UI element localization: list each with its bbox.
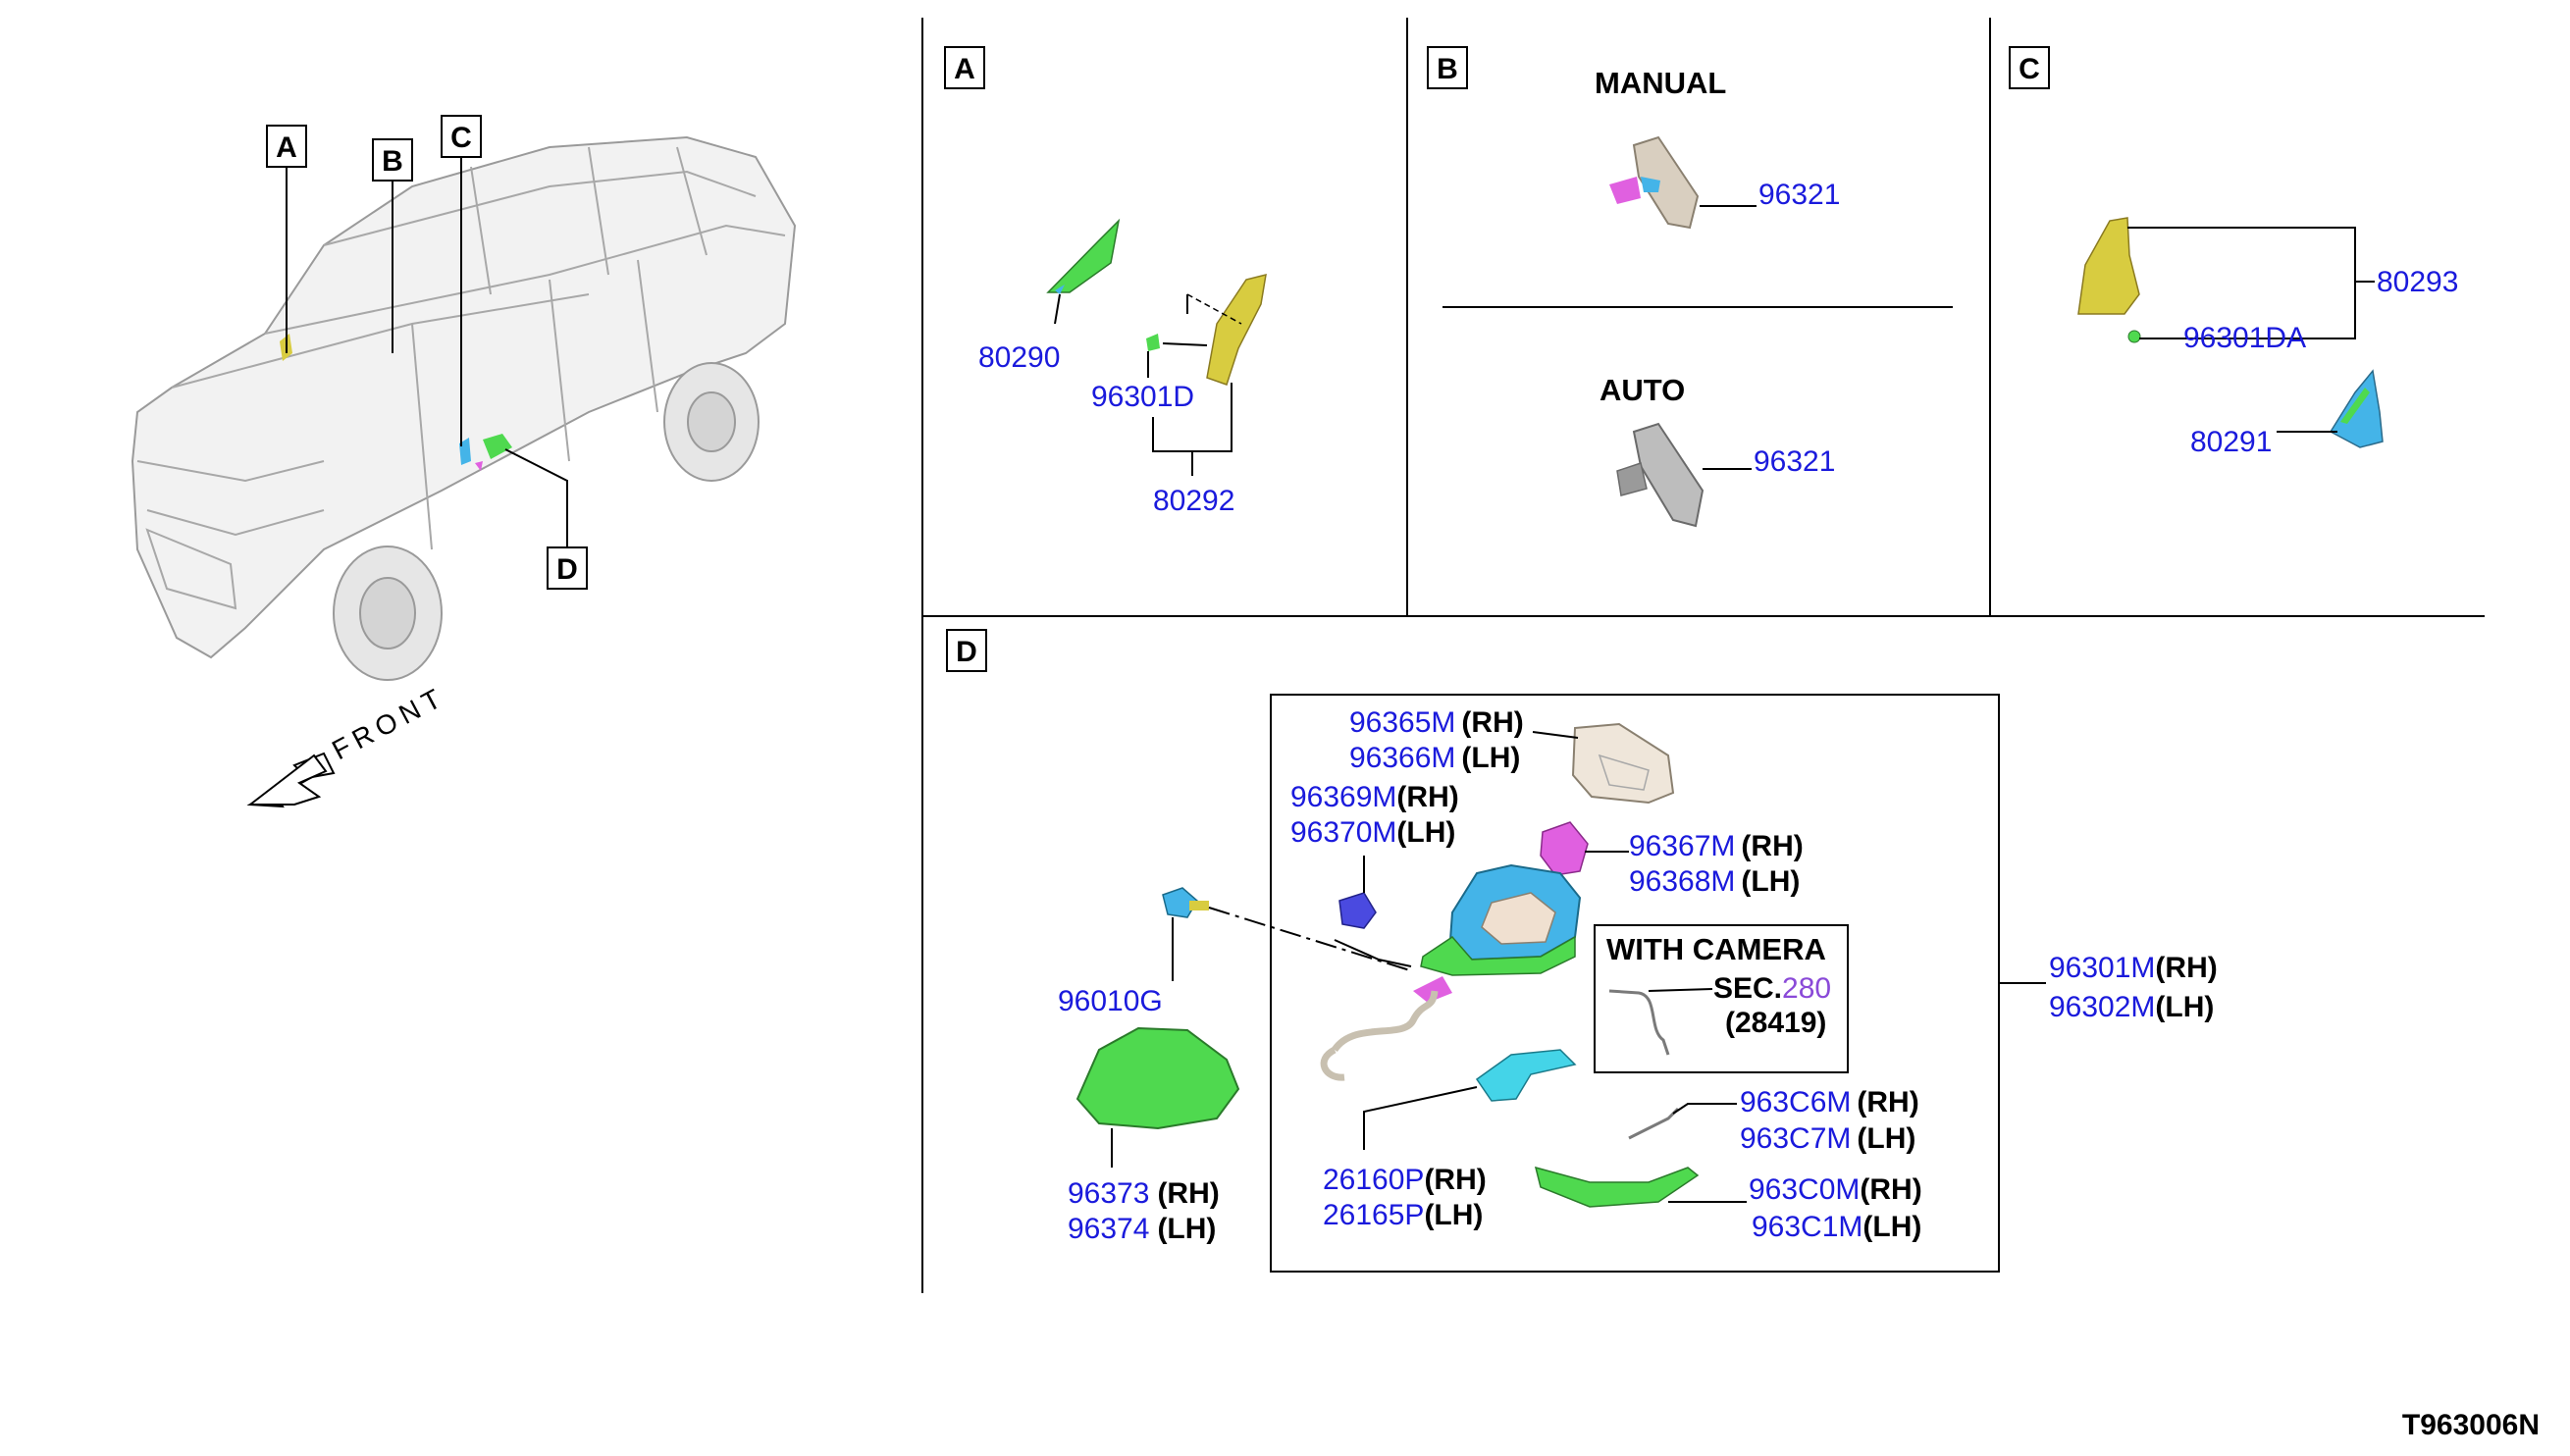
camera-box-title: WITH CAMERA — [1606, 932, 1826, 966]
camera-sec: SEC.280 — [1713, 972, 1831, 1005]
part-26160p: 26160P(RH) — [1323, 1164, 1487, 1196]
part-96369m: 96369M(RH) — [1290, 781, 1459, 813]
svg-text:C: C — [450, 122, 472, 154]
frame-lines — [921, 18, 2485, 1293]
section-d: D WITH CAMERA SEC.280 (28419) — [946, 629, 2046, 1273]
section-d-label: D — [956, 636, 977, 668]
camera-ref: (28419) — [1725, 1007, 1826, 1039]
diagram-code: T963006N — [2402, 1409, 2540, 1441]
svg-text:A: A — [276, 131, 297, 164]
part-26165p: 26165P(LH) — [1323, 1199, 1483, 1231]
part-96302m: 96302M(LH) — [2049, 991, 2214, 1023]
part-963c0m: 963C0M(RH) — [1749, 1173, 1922, 1206]
part-96321-manual: 96321 — [1758, 179, 1840, 211]
section-a: A 80290 96301D 80292 — [944, 46, 1267, 517]
section-c-label: C — [2019, 53, 2040, 85]
part-963c1m: 963C1M(LH) — [1752, 1211, 1921, 1243]
camera-box — [1594, 924, 1849, 1073]
part-80293: 80293 — [2377, 266, 2458, 298]
part-96010g: 96010G — [1058, 985, 1163, 1017]
part-96373: 96373(RH) — [1068, 1177, 1220, 1210]
part-96366m: 96366M(LH) — [1349, 742, 1520, 774]
part-96368m: 96368M(LH) — [1629, 865, 1800, 898]
part-96365m: 96365M(RH) — [1349, 706, 1524, 739]
vehicle-overview — [131, 135, 797, 681]
part-96301d: 96301D — [1091, 381, 1194, 413]
section-c: C 80293 96301DA 80291 — [2009, 46, 2458, 458]
callout-a: A — [266, 125, 307, 353]
part-80290: 80290 — [978, 341, 1060, 374]
section-b-label: B — [1437, 53, 1458, 85]
part-96370m: 96370M(LH) — [1290, 816, 1455, 849]
part-96374: 96374(LH) — [1068, 1213, 1216, 1245]
svg-text:B: B — [382, 145, 403, 178]
part-96301m: 96301M(RH) — [2049, 952, 2218, 984]
part-963c6m: 963C6M(RH) — [1740, 1086, 1919, 1118]
section-d-labels: 96365M(RH) 96366M(LH) 96369M(RH) 96370M(… — [1058, 706, 2218, 1245]
part-80291: 80291 — [2190, 426, 2272, 458]
auto-label: AUTO — [1600, 373, 1685, 407]
svg-text:D: D — [556, 553, 578, 586]
manual-label: MANUAL — [1595, 66, 1726, 100]
part-963c7m: 963C7M(LH) — [1740, 1122, 1915, 1155]
front-arrow: FRONT — [246, 681, 450, 808]
section-b: B MANUAL 96321 AUTO 96321 — [1427, 46, 1953, 528]
front-label: FRONT — [327, 681, 450, 766]
part-80292: 80292 — [1153, 485, 1234, 517]
part-96301da: 96301DA — [2183, 322, 2306, 354]
part-96367m: 96367M(RH) — [1629, 830, 1804, 862]
section-a-label: A — [954, 53, 975, 85]
part-96321-auto: 96321 — [1754, 445, 1835, 478]
callout-b: B — [372, 138, 413, 353]
callout-d: D — [504, 448, 588, 590]
callout-c: C — [441, 115, 482, 446]
